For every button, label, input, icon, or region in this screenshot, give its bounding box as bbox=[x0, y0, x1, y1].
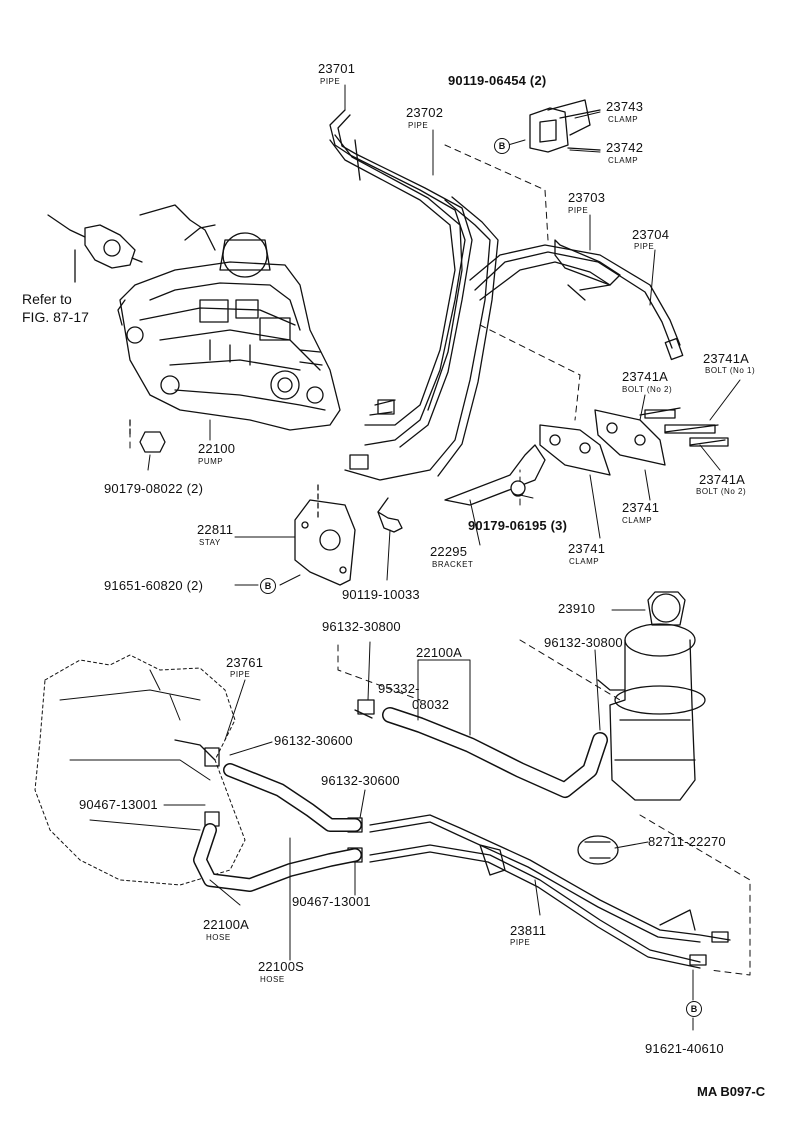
part-22100A-hose-name: HOSE bbox=[206, 933, 231, 942]
injection-pump-drawing bbox=[117, 204, 341, 431]
part-90179-08022-number: 90179-08022 (2) bbox=[104, 481, 204, 496]
part-23910-number: 23910 bbox=[558, 601, 596, 616]
bolt-set-23741A-drawing bbox=[644, 409, 729, 447]
part-96132-30800-a-number: 96132-30800 bbox=[322, 619, 401, 634]
part-22295-name: BRACKET bbox=[432, 560, 474, 569]
part-23741-clamp-a-name: CLAMP bbox=[622, 516, 653, 525]
part-96132-30800-b-number: 96132-30800 bbox=[544, 635, 623, 650]
injection-pipes-drawing bbox=[329, 109, 684, 481]
nut-drawing bbox=[139, 431, 166, 453]
clamp-upper-drawing bbox=[529, 99, 601, 153]
part-23701-name: PIPE bbox=[320, 77, 341, 86]
part-91651-60820-number: 91651-60820 (2) bbox=[104, 578, 204, 593]
dashed-reference-lines bbox=[129, 144, 751, 976]
fuel-pipe-23811-drawing bbox=[369, 814, 731, 969]
refer-to-line1: Refer to bbox=[22, 291, 72, 307]
part-96132-30600-b-number: 96132-30600 bbox=[321, 773, 400, 788]
part-96132-30600-a-number: 96132-30600 bbox=[274, 733, 353, 748]
part-95332-line1: 95332- bbox=[378, 681, 420, 696]
bracket-clamp-drawing bbox=[444, 407, 726, 506]
part-23702-name: PIPE bbox=[408, 121, 429, 130]
part-23704-name: PIPE bbox=[634, 242, 655, 251]
part-23704-number: 23704 bbox=[632, 227, 670, 242]
part-90119-10033-number: 90119-10033 bbox=[342, 587, 420, 602]
b-mark-icon: B bbox=[686, 1001, 702, 1017]
part-22100-name: PUMP bbox=[198, 457, 224, 466]
engine-block-drawing bbox=[34, 654, 246, 886]
part-23741A-bolt3-name: BOLT (No 2) bbox=[696, 487, 747, 496]
part-22100A-hose-number: 22100A bbox=[203, 917, 250, 932]
bolt-drawing bbox=[377, 511, 403, 533]
part-23761-number: 23761 bbox=[226, 655, 264, 670]
part-23741A-bolt2-name: BOLT (No 2) bbox=[622, 385, 673, 394]
part-82711-22270-number: 82711-22270 bbox=[648, 834, 726, 849]
part-23811-number: 23811 bbox=[510, 923, 547, 938]
part-23741A-bolt3-number: 23741A bbox=[699, 472, 746, 487]
part-22100S-number: 22100S bbox=[258, 959, 305, 974]
part-22100-number: 22100 bbox=[198, 441, 236, 456]
part-23741A-bolt1-number: 23741A bbox=[703, 351, 750, 366]
part-23741A-bolt1-name: BOLT (No 1) bbox=[705, 366, 756, 375]
part-23741-clamp-b-number: 23741 bbox=[568, 541, 606, 556]
part-95332-line2: 08032 bbox=[412, 697, 450, 712]
part-90467-13001-b-number: 90467-13001 bbox=[292, 894, 371, 909]
part-23703-name: PIPE bbox=[568, 206, 589, 215]
leader-lines bbox=[147, 84, 741, 1031]
part-23742-number: 23742 bbox=[606, 140, 644, 155]
part-23741-clamp-a-number: 23741 bbox=[622, 500, 660, 515]
part-90179-06195-number: 90179-06195 (3) bbox=[468, 518, 568, 533]
part-22295-number: 22295 bbox=[430, 544, 468, 559]
b-mark-icon: B bbox=[260, 578, 276, 594]
part-22811-name: STAY bbox=[199, 538, 221, 547]
part-23743-name: CLAMP bbox=[608, 115, 639, 124]
part-23702-number: 23702 bbox=[406, 105, 444, 120]
nut-90179-06195-drawing bbox=[510, 480, 526, 496]
refer-to-line2[interactable]: FIG. 87-17 bbox=[22, 309, 89, 325]
diagram-code: MA B097-C bbox=[697, 1084, 766, 1099]
part-23811-name: PIPE bbox=[510, 938, 531, 947]
part-23743-number: 23743 bbox=[606, 99, 644, 114]
part-23761-name: PIPE bbox=[230, 670, 251, 679]
cable-sensor-drawing bbox=[47, 214, 143, 283]
part-22100A-top-number: 22100A bbox=[416, 645, 463, 660]
part-23703-number: 23703 bbox=[568, 190, 606, 205]
stay-drawing bbox=[294, 499, 356, 586]
b-mark-icon: B bbox=[494, 138, 510, 154]
hose-clip-drawing bbox=[577, 835, 619, 865]
part-91621-40610-number: 91621-40610 bbox=[645, 1041, 724, 1056]
part-23742-name: CLAMP bbox=[608, 156, 639, 165]
part-22100S-name: HOSE bbox=[260, 975, 285, 984]
part-90467-13001-a-number: 90467-13001 bbox=[79, 797, 158, 812]
part-23741A-bolt2-number: 23741A bbox=[622, 369, 669, 384]
part-22811-number: 22811 bbox=[197, 522, 234, 537]
fuel-filter-drawing bbox=[597, 591, 706, 801]
part-23741-clamp-b-name: CLAMP bbox=[569, 557, 600, 566]
part-90119-06454-number: 90119-06454 (2) bbox=[448, 73, 547, 88]
part-23701-number: 23701 bbox=[318, 61, 356, 76]
